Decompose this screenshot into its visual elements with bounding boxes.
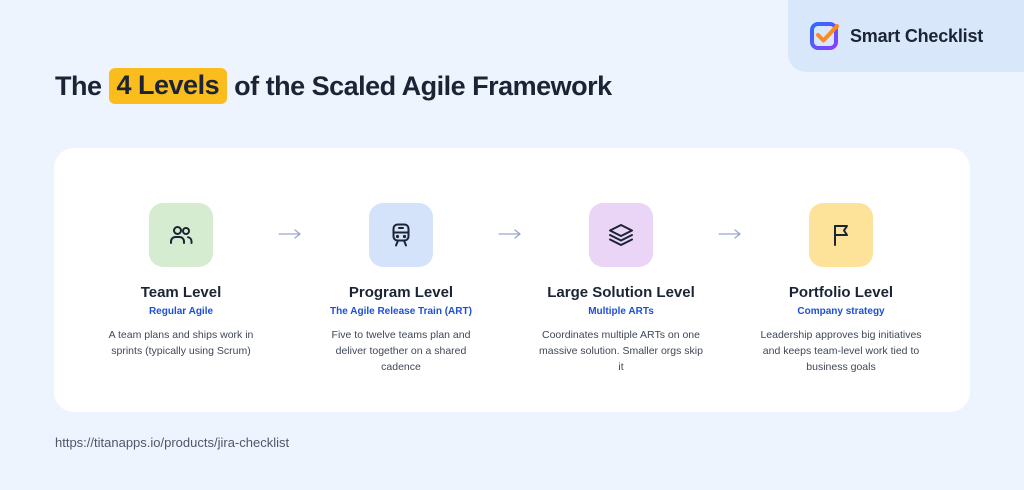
levels-card: Team Level Regular Agile A team plans an… xyxy=(54,148,970,412)
level-description: Five to twelve teams plan and deliver to… xyxy=(331,329,471,373)
level-title: Team Level xyxy=(140,284,222,301)
level-icon-box xyxy=(149,203,213,267)
level-icon-box xyxy=(369,203,433,267)
level-program: Program Level The Agile Release Train (A… xyxy=(301,203,501,375)
level-description: Coordinates multiple ARTs on one massive… xyxy=(539,329,703,373)
level-title: Portfolio Level xyxy=(788,284,894,301)
level-icon-box xyxy=(809,203,873,267)
level-portfolio: Portfolio Level Company strategy Leaders… xyxy=(741,203,941,375)
level-description: Leadership approves big initiatives and … xyxy=(760,329,922,373)
title-highlight: 4 Levels xyxy=(108,68,228,104)
level-subtitle: Multiple ARTs xyxy=(588,306,654,317)
source-url[interactable]: https://titanapps.io/products/jira-check… xyxy=(55,435,290,450)
team-icon xyxy=(170,226,193,244)
flag-icon xyxy=(834,225,848,246)
brand-badge: Smart Checklist xyxy=(788,0,1024,72)
train-icon xyxy=(392,223,410,247)
title-prefix: The xyxy=(55,70,102,101)
level-title: Large Solution Level xyxy=(547,284,695,301)
level-icon-box xyxy=(589,203,653,267)
checkbox-check-icon xyxy=(810,22,839,50)
level-subtitle: Regular Agile xyxy=(148,306,214,317)
level-description: A team plans and ships work in sprints (… xyxy=(108,329,254,357)
arrow-right-icon xyxy=(278,226,302,242)
arrow-right-icon xyxy=(718,226,742,242)
level-subtitle: The Agile Release Train (ART) xyxy=(330,306,472,317)
page-title: The 4 Levels of the Scaled Agile Framewo… xyxy=(55,68,612,104)
level-large-solution: Large Solution Level Multiple ARTs Coord… xyxy=(521,203,721,375)
layers-icon xyxy=(609,224,633,246)
level-team: Team Level Regular Agile A team plans an… xyxy=(81,203,281,359)
level-subtitle: Company strategy xyxy=(797,306,885,317)
level-title: Program Level xyxy=(348,284,454,301)
brand-name: Smart Checklist xyxy=(850,25,984,46)
title-suffix: of the Scaled Agile Framework xyxy=(234,70,612,101)
arrow-right-icon xyxy=(498,226,522,242)
